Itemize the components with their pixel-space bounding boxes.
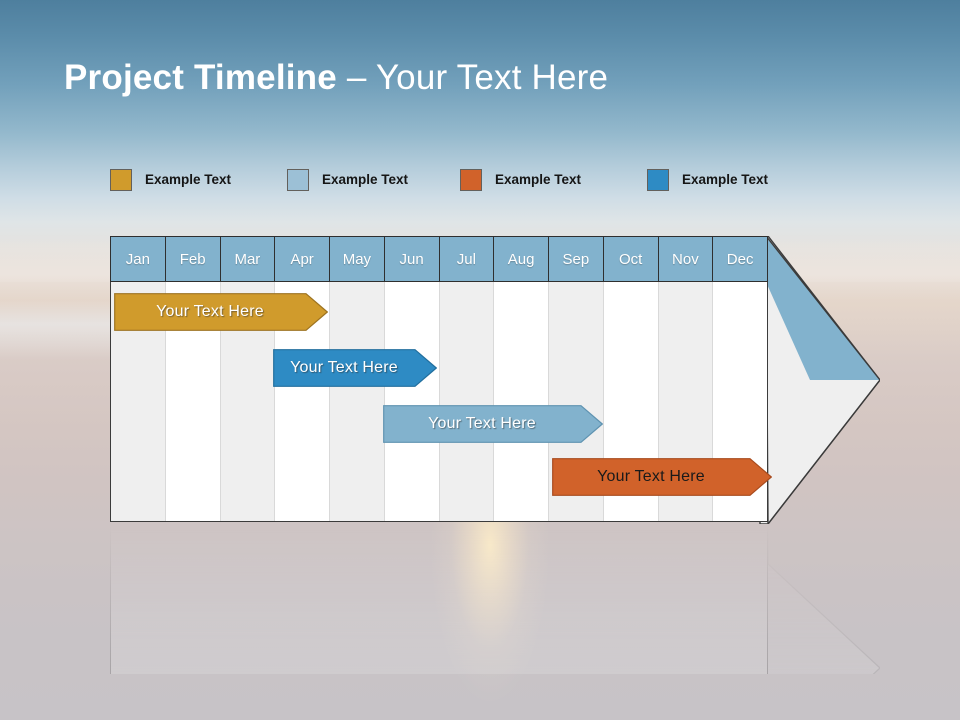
- legend-item-label: Example Text: [495, 172, 582, 187]
- legend-item-label: Example Text: [322, 172, 409, 187]
- month-header-mar[interactable]: Mar: [220, 236, 276, 282]
- timeline-bar-label: Your Text Here: [156, 303, 264, 320]
- legend-swatch-icon: [110, 169, 132, 191]
- legend-swatch-icon: [460, 169, 482, 191]
- legend-item-label: Example Text: [145, 172, 232, 187]
- timeline-column-jan: [111, 237, 166, 521]
- timeline-bar-label: Your Text Here: [290, 359, 398, 376]
- legend-item-1[interactable]: Example Text: [110, 169, 231, 191]
- month-header-jun[interactable]: Jun: [384, 236, 440, 282]
- legend-swatch-icon: [287, 169, 309, 191]
- timeline-bar-4[interactable]: Your Text Here: [552, 458, 772, 496]
- page-title-secondary: – Your Text Here: [336, 58, 609, 97]
- page-title-primary: Project Timeline: [64, 58, 337, 97]
- month-header-aug[interactable]: Aug: [494, 236, 549, 282]
- month-header-apr[interactable]: Apr: [275, 236, 330, 282]
- legend-swatch-icon: [647, 169, 669, 191]
- timeline-bar-shape: [383, 405, 603, 443]
- legend-item-3[interactable]: Example Text: [460, 169, 581, 191]
- timeline-column-jul: [439, 237, 495, 521]
- legend-item-4[interactable]: Example Text: [647, 169, 768, 191]
- page-title: Project Timeline – Your Text Here: [64, 58, 608, 98]
- legend-item-label: Example Text: [682, 172, 769, 187]
- month-header-jan[interactable]: Jan: [110, 236, 166, 282]
- legend: Example Text Example Text Example Text Exam…: [110, 169, 810, 195]
- legend-item-2[interactable]: Example Text: [287, 169, 408, 191]
- timeline-bar-2[interactable]: Your Text Here: [273, 349, 437, 387]
- timeline-bar-3[interactable]: Your Text Here: [383, 405, 603, 443]
- month-header-sep[interactable]: Sep: [549, 236, 604, 282]
- timeline-bar-label: Your Text Here: [597, 468, 705, 485]
- timeline-bar-shape: [273, 349, 437, 387]
- timeline-column-aug: [494, 237, 549, 521]
- timeline-columns: [111, 237, 767, 521]
- month-header-nov[interactable]: Nov: [658, 236, 714, 282]
- month-header-may[interactable]: May: [330, 236, 385, 282]
- month-header-jul[interactable]: Jul: [439, 236, 495, 282]
- month-header-oct[interactable]: Oct: [603, 236, 659, 282]
- month-header-dec[interactable]: Dec: [713, 236, 768, 282]
- timeline-bar-shape: [114, 293, 328, 331]
- timeline-bar-label: Your Text Here: [428, 415, 536, 432]
- month-header-feb[interactable]: Feb: [165, 236, 221, 282]
- timeline-bar-1[interactable]: Your Text Here: [114, 293, 328, 331]
- timeline-column-feb: [165, 237, 221, 521]
